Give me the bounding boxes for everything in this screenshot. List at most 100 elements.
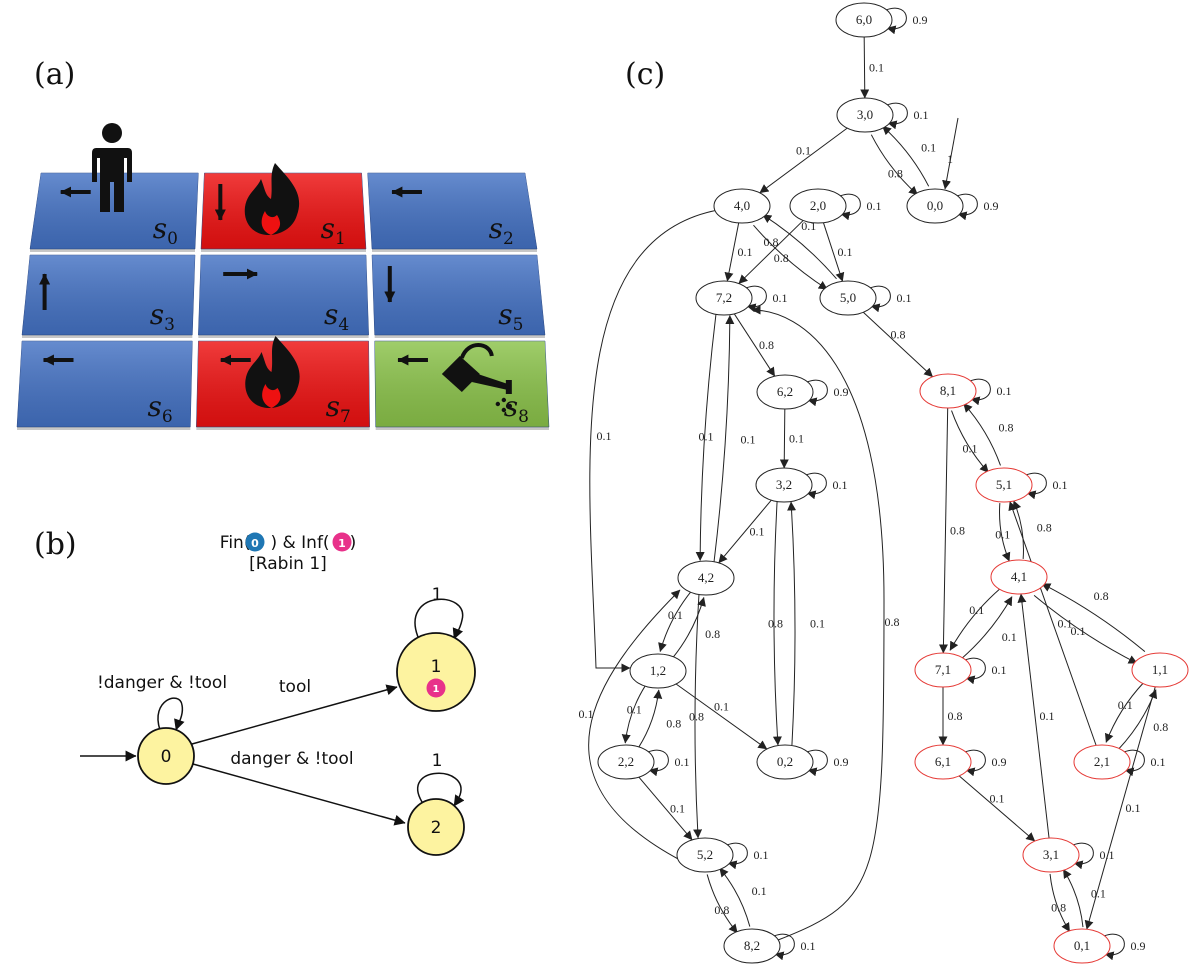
edge-line (951, 410, 989, 473)
edge-label-0-1: tool (279, 677, 311, 697)
edge-probability: 0.8 (891, 328, 906, 342)
product-edge-6-2-to-6-2: 0.9 (806, 379, 849, 407)
product-node-4-1: 4,1 (990, 559, 1048, 595)
cell-symbol: s (498, 298, 512, 331)
cell-symbol: s (321, 212, 335, 245)
edge-line (956, 193, 978, 221)
product-edge-init-to-0-0: 1 (942, 117, 959, 190)
edge-line (718, 499, 772, 564)
product-node-5-1: 5,1 (975, 467, 1033, 503)
node-ellipse (756, 374, 814, 410)
node-ellipse (836, 97, 894, 133)
edge-line (938, 407, 949, 654)
edge-line (806, 749, 828, 777)
edge-line (1041, 583, 1146, 653)
node-label: 5,1 (996, 477, 1012, 492)
cell-subscript: 8 (518, 407, 529, 427)
panel-label-c: (c) (625, 57, 665, 92)
edge-line (724, 222, 740, 282)
product-node-8-1: 8,1 (919, 373, 977, 409)
fin-prefix: Fin( (220, 533, 251, 553)
product-edge-1-1-to-0-1: 0.1 (1084, 686, 1156, 930)
node-label: 3,0 (857, 107, 873, 122)
product-node-7-2: 7,2 (695, 280, 753, 316)
product-edge-4-0-to-1-2: 0.1 (589, 209, 719, 673)
edge-line (882, 125, 930, 187)
node-ellipse (835, 2, 893, 38)
product-node-5-0: 5,0 (819, 280, 877, 316)
edge-line (960, 596, 1013, 660)
edge-probability: 0.1 (579, 707, 594, 721)
edge-probability: 0.8 (999, 420, 1014, 434)
product-edge-7-1-to-6-1: 0.8 (938, 686, 963, 746)
product-node-3-2: 3,2 (755, 467, 813, 503)
product-edge-8-2-to-7-2: 0.8 (751, 305, 900, 941)
product-edge-8-2-to-8-2: 0.1 (773, 933, 816, 961)
product-edge-3-1-to-4-1: 0.1 (1017, 593, 1055, 839)
edge-probability: 0.1 (754, 848, 769, 862)
cell-bevel (22, 255, 195, 335)
product-edge-1-2-to-4-2: 0.8 (672, 596, 720, 659)
product-node-1-2: 1,2 (629, 653, 687, 689)
product-edge-5-2-to-8-2: 0.8 (706, 874, 738, 934)
edge-probability: 0.8 (950, 524, 965, 538)
edge-2-2 (417, 772, 465, 807)
edge-probability: 0.1 (810, 616, 825, 630)
product-edge-7-2-to-6-2: 0.8 (733, 313, 776, 377)
product-edge-0-0-to-3-0: 0.1 (882, 125, 936, 187)
cell-subscript: 3 (164, 315, 175, 335)
edge-probability: 0.1 (833, 478, 848, 492)
product-edge-4-1-to-7-1: 0.1 (949, 587, 1002, 651)
edge-probability: 0.1 (1126, 801, 1141, 815)
edge-probability: 0.1 (1002, 630, 1017, 644)
product-edge-3-2-to-3-2: 0.1 (805, 472, 848, 500)
edge-line (870, 134, 918, 196)
cell-subscript: 6 (162, 407, 173, 427)
state-1-mark-number: 1 (433, 684, 440, 695)
edge-line (964, 749, 986, 777)
edge-line (1104, 681, 1145, 743)
edge-line (638, 776, 693, 841)
node-ellipse (914, 744, 972, 780)
automaton-state-2 (407, 798, 465, 856)
edge-probability: 0.1 (597, 429, 612, 443)
cell-subscript: 5 (513, 315, 524, 335)
watering-can-icon (441, 343, 513, 413)
product-edge-2-2-to-5-2: 0.1 (638, 776, 693, 841)
edge-probability: 0.1 (921, 141, 936, 155)
edge-line (1072, 842, 1094, 870)
edge-probability: 0.1 (1091, 887, 1106, 901)
edge-line (1062, 869, 1084, 928)
node-label: 4,0 (734, 198, 750, 213)
edge-line (1033, 594, 1138, 664)
node-ellipse (914, 652, 972, 688)
edge-line (1049, 873, 1071, 932)
edge-line (772, 501, 782, 746)
product-edge-5-1-to-8-1: 0.8 (963, 403, 1014, 466)
edge-probability: 0.1 (914, 108, 929, 122)
node-label: 4,2 (698, 570, 714, 585)
grid-cell-s_1: s1 (200, 163, 367, 252)
edge-probability: 0.1 (796, 144, 811, 158)
edge-probability: 0.1 (740, 432, 755, 446)
edge-probability: 0.8 (768, 617, 783, 631)
node-label: 6,2 (777, 384, 793, 399)
cell-bevel (372, 255, 545, 335)
panel-label-a: (a) (34, 57, 75, 92)
cell-symbol: s (148, 390, 162, 423)
product-edge-3-1-to-3-1: 0.1 (1072, 842, 1115, 870)
edge-probability: 0.1 (990, 792, 1005, 806)
node-label: 5,2 (697, 847, 713, 862)
product-edge-3-0-to-3-0: 0.1 (886, 102, 929, 130)
automaton-state-0 (137, 727, 195, 785)
edge-probability: 0.1 (995, 527, 1010, 541)
cell-edge (375, 427, 549, 430)
product-node-3-0: 3,0 (836, 97, 894, 133)
node-ellipse (597, 744, 655, 780)
edge-probability: 0.1 (1100, 848, 1115, 862)
product-edge-6-1-to-3-1: 0.1 (958, 775, 1036, 842)
node-label: 8,1 (940, 383, 956, 398)
edge-probability: 0.9 (834, 385, 849, 399)
edge-probability: 0.1 (838, 245, 853, 259)
cell-label-s_3: s3 (150, 298, 175, 335)
